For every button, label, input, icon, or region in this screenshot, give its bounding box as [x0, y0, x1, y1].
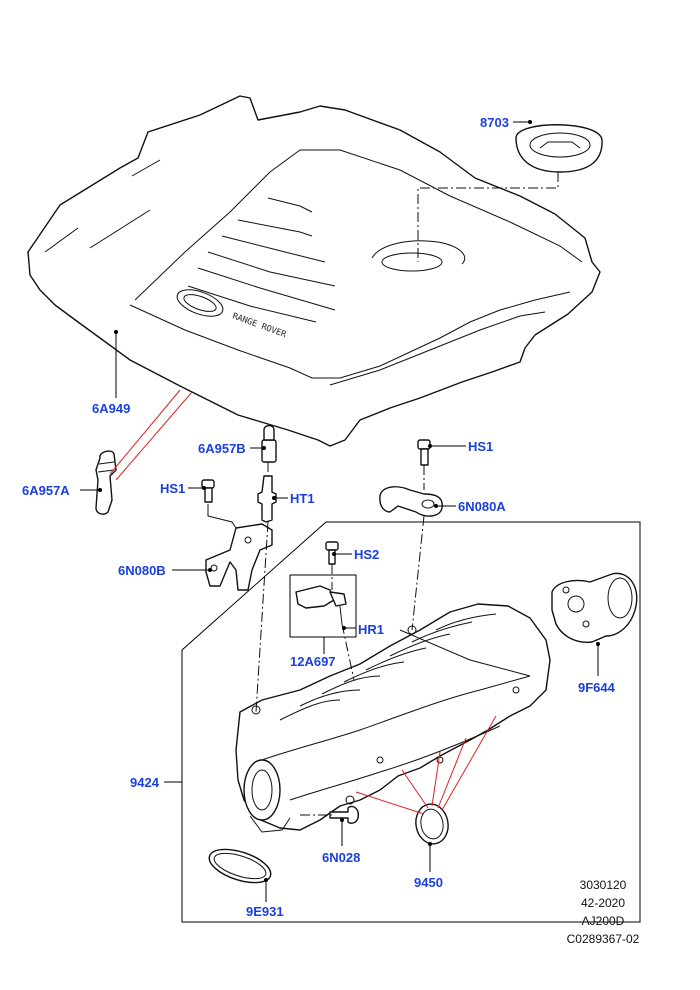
filler-cap	[515, 124, 603, 173]
callout-12a697[interactable]: 12A697	[290, 654, 336, 669]
reference-line-2: 42-2020	[580, 896, 626, 910]
callout-9f644[interactable]: 9F644	[578, 680, 616, 695]
leader-lines	[80, 120, 600, 902]
red-leader-gasket-2	[401, 769, 429, 809]
callout-9424[interactable]: 9424	[130, 775, 160, 790]
callout-6a957a[interactable]: 6A957A	[22, 483, 70, 498]
manifold-frame	[181, 521, 641, 923]
retainer-6a957b	[261, 424, 277, 463]
callout-9e931[interactable]: 9E931	[246, 904, 284, 919]
stud-ht1	[257, 475, 277, 523]
bracket-leader-b	[207, 504, 237, 529]
engine-cover: RANGE ROVER	[27, 95, 601, 447]
alignment-line-sensor	[341, 623, 355, 681]
red-leader-gasket-3	[431, 751, 441, 807]
bolt-hs2	[325, 541, 339, 565]
retainer-6a957a	[95, 450, 117, 515]
callout-hs2[interactable]: HS2	[354, 547, 379, 562]
gasket-9450	[415, 803, 449, 845]
bracket-6n080a	[379, 486, 443, 517]
red-leader-retainer-2	[115, 391, 193, 481]
callout-hs1-left[interactable]: HS1	[160, 481, 185, 496]
callout-9450[interactable]: 9450	[414, 875, 443, 890]
red-leader-gasket-5	[441, 715, 497, 811]
bolt-6n028	[329, 805, 360, 824]
callout-hr1[interactable]: HR1	[358, 622, 384, 637]
alignment-line-stud-manifold	[255, 521, 269, 713]
callout-8703[interactable]: 8703	[480, 115, 509, 130]
intake-manifold	[235, 603, 551, 833]
seal-9e931	[208, 848, 272, 884]
red-leader-gasket-1	[355, 791, 425, 815]
red-leader-gasket-4	[437, 737, 467, 809]
callout-6n080a[interactable]: 6N080A	[458, 499, 506, 514]
alignment-line-cap	[417, 172, 559, 262]
reference-line-3: AJ200D	[581, 914, 625, 928]
red-leader-retainer-1	[109, 389, 181, 475]
alignment-line-bracket-a	[411, 515, 425, 631]
sensor-box	[289, 574, 357, 638]
callout-6n028[interactable]: 6N028	[322, 850, 360, 865]
reference-block: 3030120 42-2020 AJ200D C0289367-02	[548, 876, 658, 948]
callout-6n080b[interactable]: 6N080B	[118, 563, 166, 578]
callout-ht1[interactable]: HT1	[290, 491, 315, 506]
callout-6a957b[interactable]: 6A957B	[198, 441, 246, 456]
reference-line-4: C0289367-02	[566, 932, 640, 946]
throttle-body	[551, 572, 638, 643]
bracket-6n080b	[205, 523, 273, 591]
reference-line-1: 3030120	[579, 878, 627, 892]
bolt-hs1-left	[201, 479, 215, 503]
callout-6a949[interactable]: 6A949	[92, 401, 130, 416]
callout-hs1-top[interactable]: HS1	[468, 439, 493, 454]
bolt-hs1-top	[417, 439, 431, 466]
